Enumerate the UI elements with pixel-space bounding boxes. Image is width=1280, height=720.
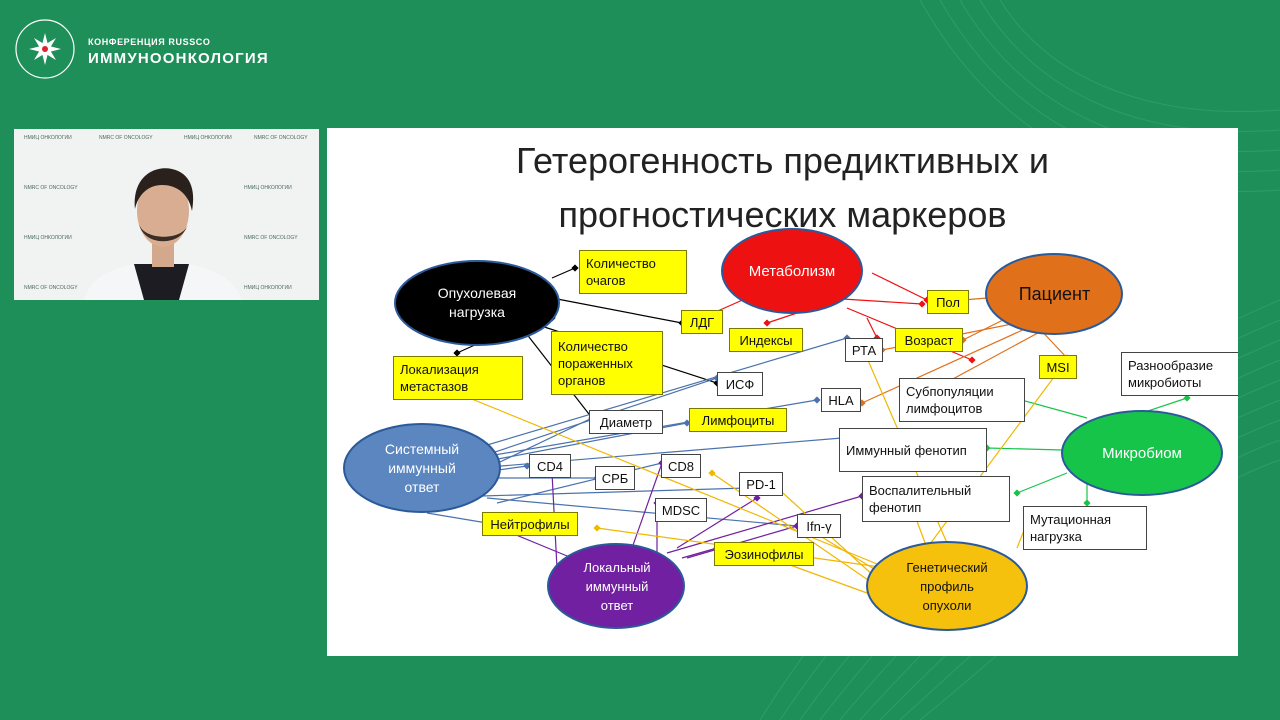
- backdrop-brand: NMRC OF ONCOLOGY: [24, 185, 78, 191]
- isf-box: ИСФ: [717, 372, 763, 396]
- local-immune-label: Локальный иммунный ответ: [583, 559, 651, 613]
- neutrophils-box: Нейтрофилы: [482, 512, 578, 536]
- msi-box: MSI: [1039, 355, 1077, 379]
- metabolism-label: Метаболизм: [748, 262, 836, 280]
- systemic-label: Системный иммунный ответ: [384, 440, 460, 495]
- backdrop-brand: NMRC OF ONCOLOGY: [244, 235, 298, 241]
- backdrop-brand: НМИЦ ОНКОЛОГИИ: [24, 235, 72, 241]
- metastasis-location-box: Локализация метастазов: [393, 356, 523, 400]
- hla-box: HLA: [821, 388, 861, 412]
- backdrop-brand: NMRC OF ONCOLOGY: [24, 285, 78, 291]
- backdrop-brand: НМИЦ ОНКОЛОГИИ: [244, 185, 292, 191]
- mdsc-box: MDSC: [655, 498, 707, 522]
- pd1-box: PD-1: [739, 472, 783, 496]
- cd8-box: CD8: [661, 454, 701, 478]
- sex-box: Пол: [927, 290, 969, 314]
- backdrop-brand: NMRC OF ONCOLOGY: [99, 135, 153, 141]
- microbiome-ellipse: [1061, 410, 1223, 496]
- ldg-box: ЛДГ: [681, 310, 723, 334]
- patient-ellipse: [985, 253, 1123, 335]
- lymph-subpop-box: Субпопуляции лимфоцитов: [899, 378, 1025, 422]
- rta-box: РТА: [845, 338, 883, 362]
- slide-title-line1: Гетерогенность предиктивных и: [515, 140, 1050, 181]
- indices-box: Индексы: [729, 328, 803, 352]
- backdrop-brand: NMRC OF ONCOLOGY: [254, 135, 308, 141]
- ifn-gamma-box: Ifn-γ: [797, 514, 841, 538]
- lymphocytes-box: Лимфоциты: [689, 408, 787, 432]
- speaker-webcam: НМИЦ ОНКОЛОГИИ NMRC OF ONCOLOGY НМИЦ ОНК…: [14, 129, 319, 300]
- microbiota-diversity-box: Разнообразие микробиоты: [1121, 352, 1238, 396]
- cd4-box: CD4: [529, 454, 571, 478]
- lesion-count-box: Количество очагов: [579, 250, 687, 294]
- inflammatory-phenotype-box: Воспалительный фенотип: [862, 476, 1010, 522]
- crb-box: СРБ: [595, 466, 635, 490]
- tumor-load-label: Опухолевая нагрузка: [437, 285, 517, 320]
- backdrop-brand: НМИЦ ОНКОЛОГИИ: [184, 135, 232, 141]
- backdrop-brand: НМИЦ ОНКОЛОГИИ: [244, 285, 292, 291]
- microbiome-label: Микробиом: [1102, 444, 1182, 462]
- backdrop-brand: НМИЦ ОНКОЛОГИИ: [24, 135, 72, 141]
- slide-title-line2: прогностических маркеров: [558, 194, 1007, 235]
- mutational-load-box: Мутационная нагрузка: [1023, 506, 1147, 550]
- affected-organs-box: Количество пораженных органов: [551, 331, 663, 395]
- patient-label: Пациент: [1018, 283, 1091, 304]
- conference-title: ИММУНООНКОЛОГИЯ: [88, 50, 269, 67]
- genetic-profile-label: Генетический профиль опухоли: [906, 559, 988, 613]
- systemic-ellipse: [343, 423, 501, 513]
- russco-logo: [14, 18, 76, 80]
- metabolism-ellipse: [721, 228, 863, 314]
- eosinophils-box: Эозинофилы: [714, 542, 814, 566]
- genetic-profile-ellipse: [866, 541, 1028, 631]
- presentation-slide: Гетерогенность предиктивных и прогностич…: [327, 128, 1238, 656]
- immune-phenotype-box: Иммунный фенотип: [839, 428, 987, 472]
- age-box: Возраст: [895, 328, 963, 352]
- marker-network-diagram: [343, 228, 1223, 631]
- diameter-box: Диаметр: [589, 410, 663, 434]
- speaker-silhouette: [84, 168, 242, 300]
- conference-org-label: КОНФЕРЕНЦИЯ RUSSCO: [88, 37, 211, 47]
- slide-title: Гетерогенность предиктивных и прогностич…: [327, 134, 1238, 242]
- local-immune-ellipse: [547, 543, 685, 629]
- tumor-load-ellipse: [394, 260, 560, 346]
